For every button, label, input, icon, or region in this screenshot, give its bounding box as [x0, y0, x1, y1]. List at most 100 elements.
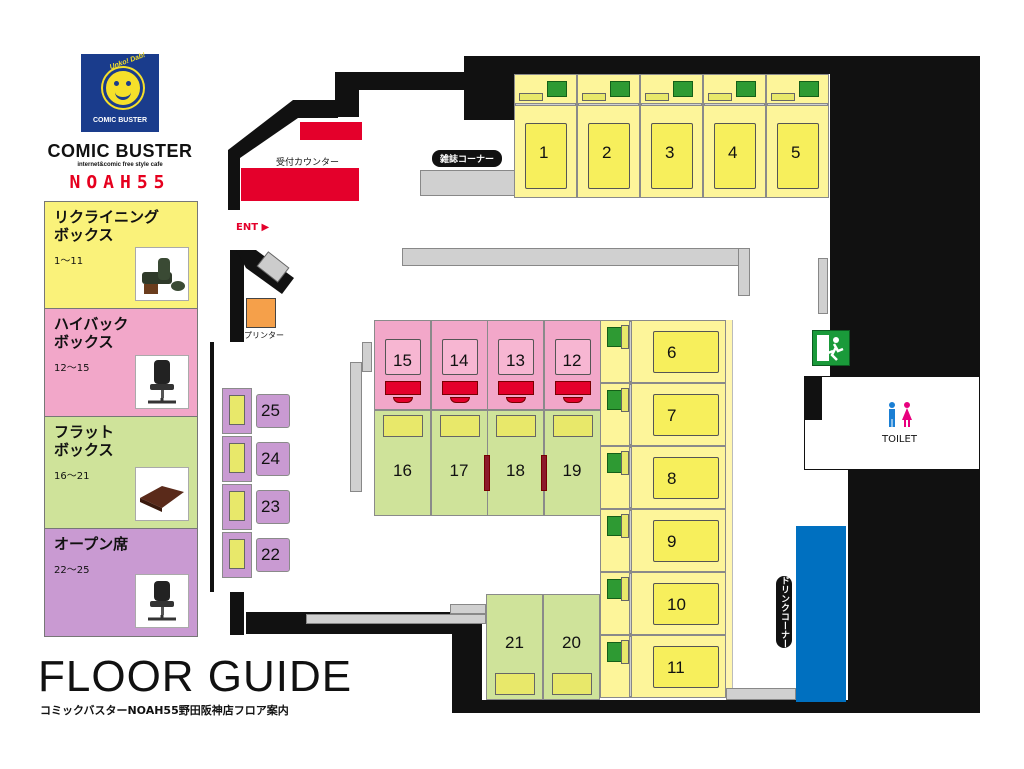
seat-number: 20 [562, 633, 581, 652]
legend-highback: ハイバック ボックス 12〜15 [44, 308, 198, 418]
wall-bottom-left [452, 612, 482, 713]
seat-number: 19 [562, 461, 582, 480]
legend-title: フラット ボックス [54, 423, 115, 459]
seat-number: 24 [261, 449, 280, 468]
legend-range: 1〜11 [54, 256, 84, 267]
flat-bottom-row: 21 20 [486, 594, 600, 700]
monitor-icon [610, 81, 630, 97]
printer-icon [246, 298, 276, 328]
recliner-booth[interactable]: 4 [703, 74, 766, 198]
highback-booth[interactable]: 12 [543, 320, 601, 410]
brand-name: COMIC BUSTER [47, 141, 193, 161]
desk-edge [629, 447, 632, 508]
seat-number: 7 [667, 406, 677, 425]
recliner-booth[interactable]: 6 [600, 320, 726, 383]
floor-guide-subtitle: コミックバスターNOAH55野田阪神店フロア案内 [40, 704, 289, 717]
flat-booth[interactable]: 21 [486, 594, 543, 700]
recliner-booth[interactable]: 8 [600, 446, 726, 509]
legend-title: オープン席 [54, 535, 129, 553]
recliner-booth[interactable]: 5 [766, 74, 829, 198]
recliner-booth[interactable]: 3 [640, 74, 703, 198]
recliner-seat-icon [714, 123, 756, 189]
recliner-seat-icon [525, 123, 567, 189]
desk-edge [704, 103, 765, 106]
keyboard-icon [582, 93, 606, 101]
recliner-booth[interactable]: 1 [514, 74, 577, 198]
desk-keyboard-icon [496, 415, 536, 437]
toilet-icon [886, 402, 914, 432]
desk-edge [629, 636, 632, 697]
open-seat[interactable]: 22 [256, 538, 290, 572]
bottom-shelf-end [450, 604, 486, 614]
recliner-chair-icon [135, 247, 189, 301]
keyboard-icon [621, 577, 629, 601]
seat-number: 6 [667, 343, 677, 362]
flat-booth[interactable]: 18 [484, 410, 544, 516]
toilet-wall [804, 376, 822, 420]
highback-booth[interactable]: 14 [430, 320, 488, 410]
recliner-booth[interactable]: 2 [577, 74, 640, 198]
center-shelf [402, 248, 742, 266]
keyboard-icon [621, 388, 629, 412]
recliner-seat-icon [651, 123, 693, 189]
desk-edge [629, 321, 632, 382]
open-seat-desk [222, 484, 252, 530]
keyboard-icon [621, 451, 629, 475]
seat-number: 15 [393, 351, 412, 370]
highback-booth[interactable]: 15 [374, 320, 431, 410]
wall-right-upper [830, 56, 980, 376]
brand-logo: Unko! Dab! COMIC BUSTER [81, 52, 159, 132]
highback-booth[interactable]: 13 [487, 320, 544, 410]
recliner-booth[interactable]: 11 [600, 635, 726, 698]
entrance-door [236, 250, 294, 294]
seat-number: 2 [602, 143, 612, 162]
open-seat-desk [222, 388, 252, 434]
reception-counter-top [300, 122, 362, 140]
monitor-icon [547, 81, 567, 97]
smiley-icon [103, 68, 143, 108]
seat-number: 9 [667, 532, 677, 551]
entrance-label[interactable]: ENT ▶ [236, 222, 270, 233]
recliner-booth[interactable]: 7 [600, 383, 726, 446]
flat-booth[interactable]: 20 [543, 594, 600, 700]
open-seat[interactable]: 23 [256, 490, 290, 524]
flat-booth[interactable]: 16 [374, 410, 431, 516]
seat-number: 3 [665, 143, 675, 162]
desk-edge [515, 103, 576, 106]
reception-counter [241, 168, 359, 201]
desk-keyboard-icon [383, 415, 423, 437]
legend-range: 16〜21 [54, 471, 90, 482]
recliner-seat-icon [653, 646, 719, 688]
flat-booth[interactable]: 17 [430, 410, 488, 516]
seat-number: 14 [449, 351, 469, 370]
printer-label: プリンター [244, 331, 284, 340]
desk-keyboard-icon [229, 491, 245, 521]
left-shelf [350, 362, 362, 492]
open-seat[interactable]: 25 [256, 394, 290, 428]
open-seat[interactable]: 24 [256, 442, 290, 476]
seat-number: 25 [261, 401, 280, 420]
seat-number: 17 [449, 461, 469, 480]
recliner-booth[interactable]: 10 [600, 572, 726, 635]
desk-edge [629, 573, 632, 634]
wall-diagonal [228, 100, 338, 210]
keyboard-icon [519, 93, 543, 101]
mouse-icon [562, 397, 583, 403]
monitor-icon [799, 81, 819, 97]
flat-booth[interactable]: 19 [540, 410, 601, 516]
drink-counter [726, 688, 796, 700]
seat-number: 1 [539, 143, 549, 162]
seat-number: 10 [667, 595, 686, 614]
keyboard-icon [441, 381, 478, 395]
legend-flat: フラット ボックス 16〜21 [44, 416, 198, 530]
recliner-booth[interactable]: 9 [600, 509, 726, 572]
drink-corner-label: ドリンクコーナー [776, 576, 792, 648]
keyboard-icon [708, 93, 732, 101]
seat-number: 18 [506, 461, 525, 480]
store-name: NOAH55 [69, 172, 171, 193]
recliner-seat-icon [653, 331, 719, 373]
highback-chair-icon [441, 339, 478, 375]
wall-right-lower [848, 470, 980, 713]
legend-title: リクライニング ボックス [54, 208, 160, 244]
